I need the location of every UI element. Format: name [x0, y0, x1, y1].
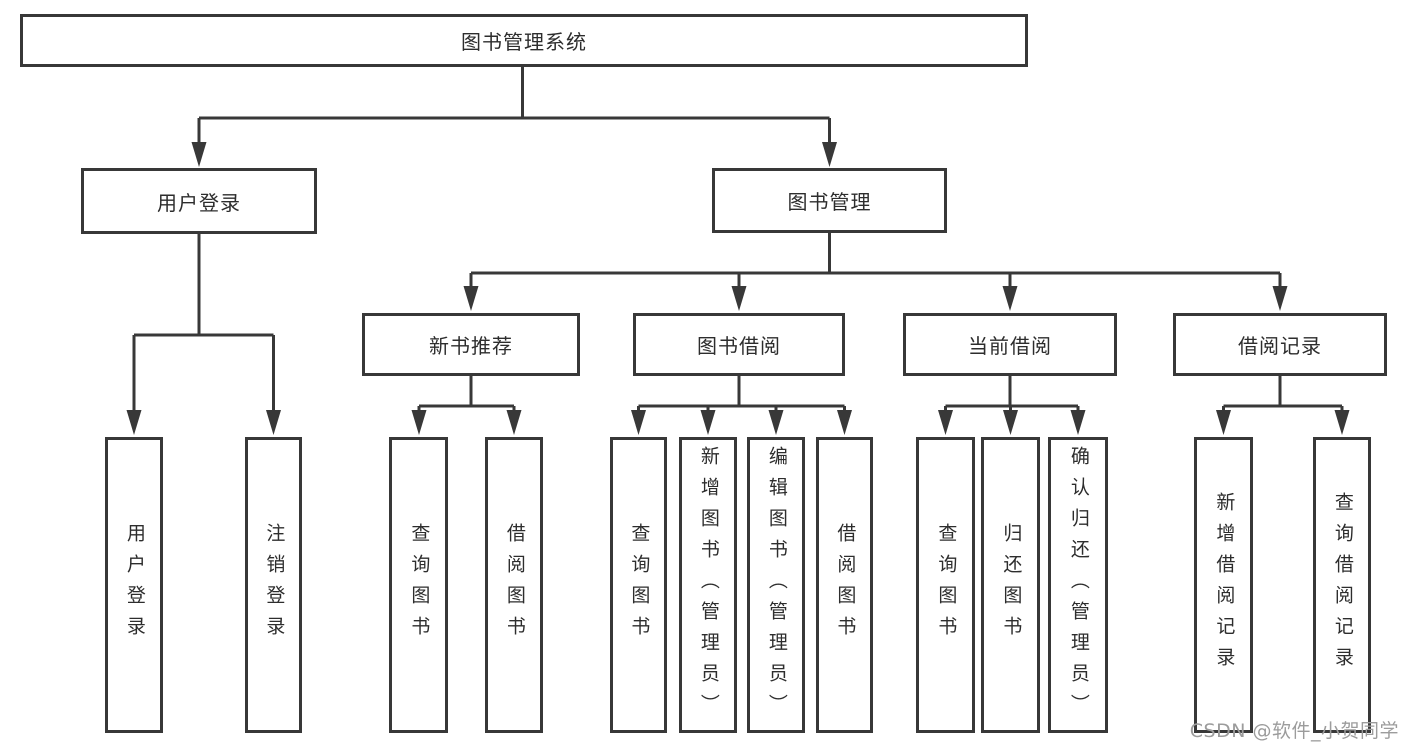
- node-new-book-recommend: 新书推荐: [362, 313, 580, 376]
- node-label: 查询图书: [935, 523, 958, 647]
- node-label: 新增图书（管理员）: [697, 445, 720, 725]
- node-label: 用户登录: [157, 190, 241, 215]
- node-book-management: 图书管理: [712, 168, 947, 233]
- node-label: 图书借阅: [697, 334, 781, 358]
- node-label: 查询图书: [628, 523, 651, 647]
- leaf-add-borrow-record: 新增借阅记录: [1194, 437, 1253, 733]
- leaf-logout: 注销登录: [245, 437, 302, 733]
- csdn-watermark: CSDN @软件_小贺同学: [1189, 720, 1399, 742]
- node-label: 查询图书: [408, 523, 431, 647]
- leaf-borrow-books-borrowing: 借阅图书: [816, 437, 873, 733]
- leaf-edit-book-admin: 编辑图书（管理员）: [747, 437, 805, 733]
- node-label: 用户登录: [123, 523, 146, 647]
- leaf-confirm-return-admin: 确认归还（管理员）: [1048, 437, 1108, 733]
- node-label: 编辑图书（管理员）: [765, 445, 788, 725]
- node-label: 归还图书: [1000, 523, 1023, 647]
- leaf-add-book-admin: 新增图书（管理员）: [679, 437, 737, 733]
- node-label: 借阅图书: [503, 523, 526, 647]
- leaf-query-books-recommend: 查询图书: [389, 437, 448, 733]
- node-label: 注销登录: [263, 523, 286, 647]
- node-current-borrowing: 当前借阅: [903, 313, 1117, 376]
- leaf-return-books: 归还图书: [981, 437, 1040, 733]
- node-book-borrowing: 图书借阅: [633, 313, 845, 376]
- node-label: 新书推荐: [429, 334, 513, 358]
- node-label: 图书管理系统: [461, 30, 587, 54]
- node-label: 当前借阅: [968, 334, 1052, 358]
- node-label: 图书管理: [787, 190, 872, 214]
- node-library-system: 图书管理系统: [20, 14, 1028, 67]
- leaf-user-login: 用户登录: [105, 437, 163, 733]
- leaf-query-books-current: 查询图书: [916, 437, 975, 733]
- node-label: 借阅记录: [1238, 334, 1322, 358]
- leaf-borrow-books-recommend: 借阅图书: [485, 437, 543, 733]
- node-label: 确认归还（管理员）: [1067, 445, 1090, 725]
- node-user-login: 用户登录: [81, 168, 317, 234]
- node-label: 查询借阅记录: [1331, 492, 1354, 678]
- node-label: 新增借阅记录: [1213, 492, 1236, 678]
- leaf-query-books-borrowing: 查询图书: [610, 437, 667, 733]
- node-label: 借阅图书: [834, 523, 857, 647]
- leaf-query-borrow-record: 查询借阅记录: [1313, 437, 1371, 733]
- node-borrowing-records: 借阅记录: [1173, 313, 1387, 376]
